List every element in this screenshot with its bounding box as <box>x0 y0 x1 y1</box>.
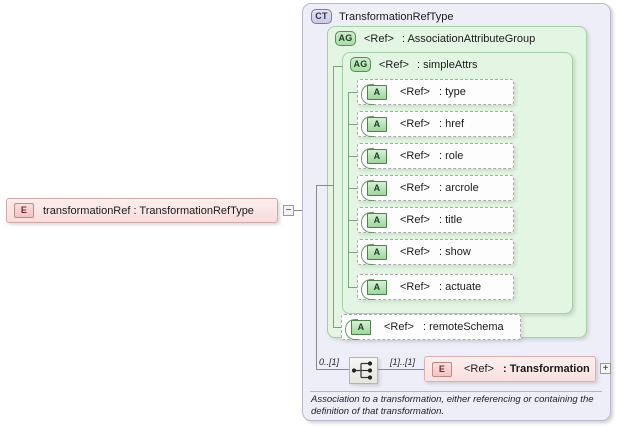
attribute-name: : arcrole <box>438 182 479 194</box>
attribute-row-type[interactable]: A <Ref> : type <box>357 79 514 105</box>
complex-type-header: CT TransformationRefType <box>311 9 454 24</box>
connector-attr-4 <box>348 220 359 221</box>
description-separator <box>310 391 602 392</box>
connector-type-trunk <box>316 185 317 370</box>
cardinality-element: [1]..[1] <box>390 357 416 367</box>
attribute-badge: A <box>361 278 387 300</box>
attribute-row-arcrole[interactable]: A <Ref> : arcrole <box>357 175 514 201</box>
attribute-name: : remoteSchema <box>422 321 504 333</box>
collapse-root-element-button[interactable]: − <box>283 205 294 216</box>
attribute-ref: <Ref> <box>400 182 430 194</box>
attribute-group-association-header: AG <Ref> : AssociationAttributeGroup <box>335 31 535 46</box>
complex-type-title: TransformationRefType <box>339 10 454 23</box>
attribute-name: : show <box>438 246 471 258</box>
element-row-transformation[interactable]: E <Ref> : Transformation <box>424 356 596 382</box>
connector-attr-1 <box>348 124 359 125</box>
attribute-ref: <Ref> <box>400 281 430 293</box>
connector-inner-trunk <box>348 92 349 287</box>
connector-attr-2 <box>348 156 359 157</box>
attribute-row-actuate[interactable]: A <Ref> : actuate <box>357 274 514 300</box>
connector-attr-6 <box>348 287 359 288</box>
attribute-group-simpleattrs-name: : simpleAttrs <box>416 58 478 71</box>
attribute-badge: A <box>361 115 387 137</box>
attribute-row-show[interactable]: A <Ref> : show <box>357 239 514 265</box>
connector-to-inner-group <box>333 66 343 67</box>
expand-element-button[interactable]: + <box>600 363 611 374</box>
attribute-ref: <Ref> <box>400 86 430 98</box>
attribute-group-simpleattrs-header: AG <Ref> : simpleAttrs <box>350 57 477 72</box>
connector-to-remote-schema <box>333 327 343 328</box>
attribute-name: : actuate <box>438 281 482 293</box>
root-element-label: transformationRef : TransformationRefTyp… <box>43 204 254 217</box>
attribute-ref: <Ref> <box>400 214 430 226</box>
attribute-ref: <Ref> <box>400 118 430 130</box>
connector-type-to-group <box>316 185 334 186</box>
sequence-compositor-icon[interactable] <box>349 357 378 384</box>
connector-attr-5 <box>348 252 359 253</box>
attribute-name: : role <box>438 150 464 162</box>
connector-outer-trunk <box>333 66 334 327</box>
connector-attr-3 <box>348 188 359 189</box>
element-badge: E <box>432 361 452 377</box>
attribute-ref: <Ref> <box>400 246 430 258</box>
element-name: : Transformation <box>502 363 590 375</box>
attribute-name: : href <box>438 118 465 130</box>
description-text: Association to a transformation, either … <box>311 394 594 417</box>
attribute-badge: A <box>361 83 387 105</box>
root-element-transformation-ref[interactable]: E transformationRef : TransformationRefT… <box>6 198 278 223</box>
connector-type-to-sequence <box>316 369 350 370</box>
connector-sequence-to-element <box>376 369 424 370</box>
attribute-group-simpleattrs-badge: AG <box>350 57 371 72</box>
attribute-group-name: : AssociationAttributeGroup <box>401 32 536 45</box>
cardinality-sequence: 0..[1] <box>319 357 340 367</box>
attribute-row-title[interactable]: A <Ref> : title <box>357 207 514 233</box>
connector-attr-0 <box>348 92 359 93</box>
attribute-row-href[interactable]: A <Ref> : href <box>357 111 514 137</box>
attribute-row-remote-schema[interactable]: A <Ref> : remoteSchema <box>341 314 521 340</box>
attribute-badge: A <box>361 211 387 233</box>
attribute-badge: A <box>361 243 387 265</box>
attribute-row-role[interactable]: A <Ref> : role <box>357 143 514 169</box>
attribute-badge: A <box>361 147 387 169</box>
attribute-name: : title <box>438 214 463 226</box>
attribute-ref: <Ref> <box>400 150 430 162</box>
element-ref: <Ref> <box>464 363 494 375</box>
attribute-group-simpleattrs-ref: <Ref> <box>379 58 409 71</box>
attribute-group-badge: AG <box>335 31 356 46</box>
attribute-ref: <Ref> <box>384 321 414 333</box>
attribute-badge: A <box>345 318 371 340</box>
attribute-group-ref: <Ref> <box>364 32 394 45</box>
attribute-badge: A <box>361 179 387 201</box>
attribute-name: : type <box>438 86 466 98</box>
root-element-badge: E <box>14 203 34 218</box>
complex-type-badge: CT <box>311 9 332 24</box>
